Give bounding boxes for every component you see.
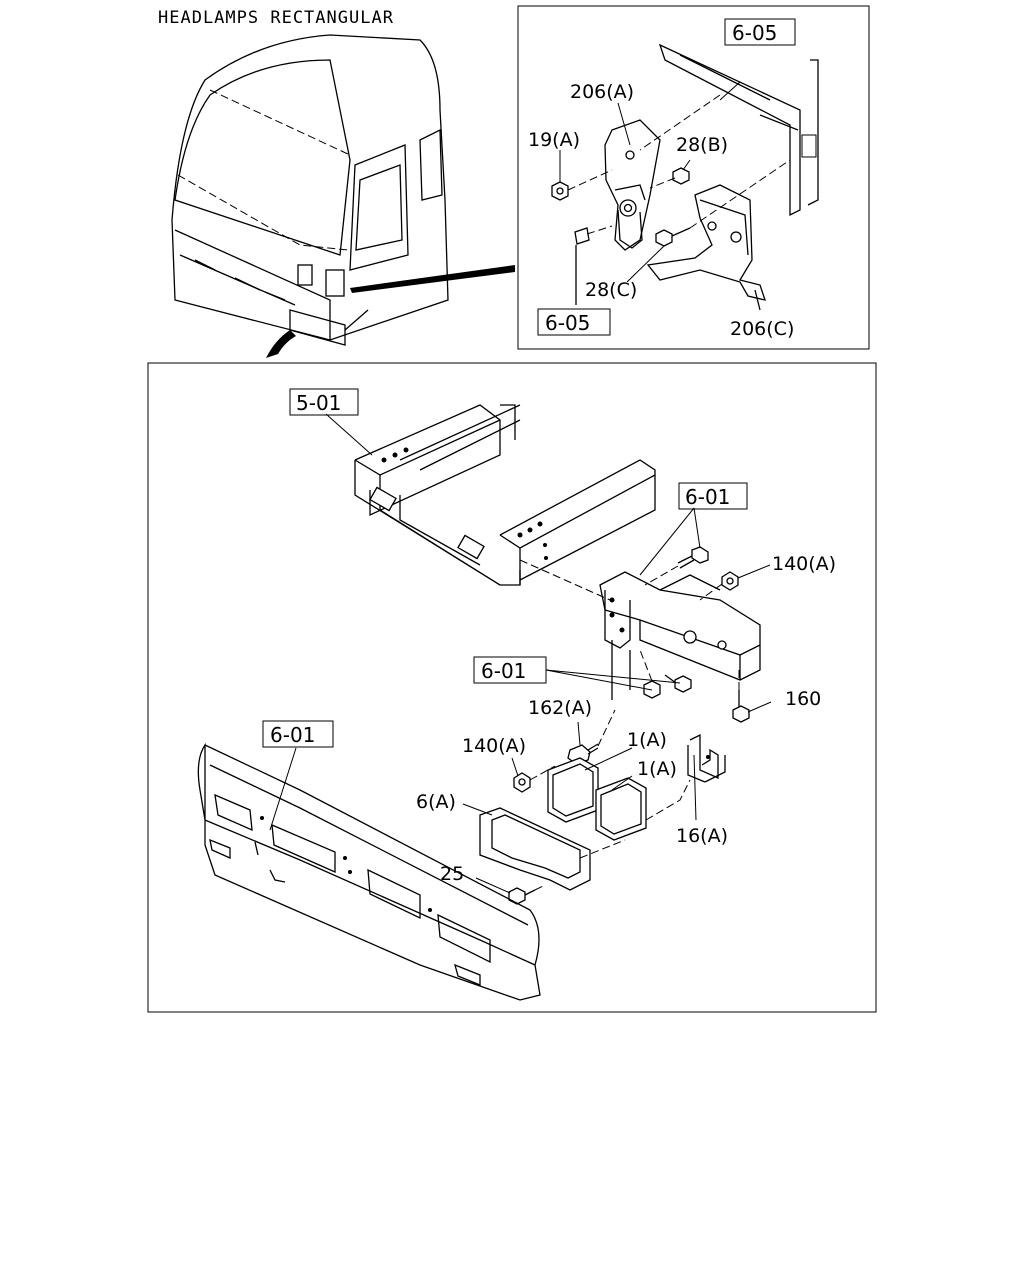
ref-box-5-01: [289, 388, 359, 416]
label-162a: 162(A): [528, 697, 592, 719]
ref-label-6-01-bracket: 6-01: [685, 485, 730, 509]
label-206a: 206(A): [570, 81, 634, 103]
diagram-title: HEADLAMPS RECTANGULAR: [158, 8, 394, 28]
ref-label-5-01: 5-01: [296, 391, 341, 415]
detail-box: 6-05 6-05 206(A) 19(A) 28(B) 28(C) 206(C…: [517, 5, 870, 350]
ref-label-6-01-bumper: 6-01: [270, 723, 315, 747]
label-28c: 28(C): [585, 279, 637, 301]
label-19a: 19(A): [528, 129, 580, 151]
label-160: 160: [785, 688, 821, 710]
label-6a: 6(A): [416, 791, 456, 813]
ref-label-6-05-bottom: 6-05: [545, 311, 590, 335]
ref-box-6-05-top: [724, 18, 796, 46]
label-206c: 206(C): [730, 318, 794, 340]
truck-cab-overview: [171, 34, 515, 358]
ref-box-6-05-bottom: [537, 308, 611, 336]
ref-box-6-01-bolts: [473, 656, 547, 684]
main-exploded-view: 5-01 6-01 6-01 6-01 140(A) 160 162(A) 14…: [147, 362, 877, 1013]
label-28b: 28(B): [676, 134, 728, 156]
label-140a-left: 140(A): [462, 735, 526, 757]
label-140a-top: 140(A): [772, 553, 836, 575]
label-25: 25: [440, 863, 464, 885]
label-1a-lower: 1(A): [637, 758, 677, 780]
ref-box-6-01-bumper: [262, 720, 334, 748]
label-1a-upper: 1(A): [627, 729, 667, 751]
ref-label-6-05-top: 6-05: [732, 21, 777, 45]
ref-box-6-01-bracket: [678, 482, 748, 510]
label-16a: 16(A): [676, 825, 728, 847]
ref-label-6-01-bolts: 6-01: [481, 659, 526, 683]
